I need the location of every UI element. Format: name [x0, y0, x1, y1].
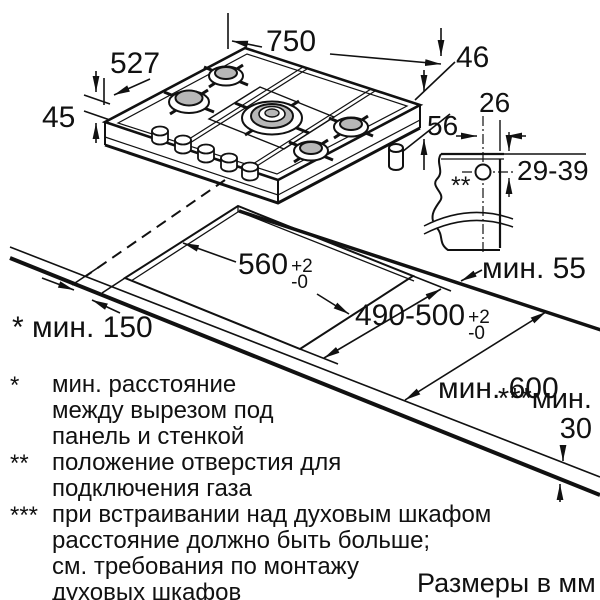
gas-connection-detail	[423, 116, 586, 252]
min150-tick-1	[71, 266, 100, 286]
dim-cutout-depth-label: 490-500+2-0	[355, 299, 490, 344]
control-knobs	[151, 125, 259, 182]
min55-leader	[460, 269, 483, 282]
dim-cutout-width-label: 560+2-0	[238, 248, 313, 293]
min150-arrow-right	[91, 299, 121, 314]
footnote-1: * мин. расстояние между вырезом под пане…	[10, 371, 274, 450]
worktop-front-top-line	[9, 246, 600, 478]
dim-gas-hole-offset-label: 26	[479, 87, 511, 118]
worktop-dimension-lines	[41, 242, 567, 502]
min-below-clearance-label: ***мин. 30	[497, 383, 592, 445]
burner-wok-center	[241, 100, 303, 136]
min-back-clearance-label: мин. 55	[482, 252, 586, 285]
dim-hob-width-label: 750	[266, 25, 317, 58]
footnote-2: ** положение отверстия для подключения г…	[10, 449, 342, 502]
burner-front-right	[293, 140, 329, 162]
detail-broken-left-edge	[431, 153, 443, 222]
detail-break-arc-1	[423, 211, 514, 227]
min150-arrow-left	[41, 277, 75, 291]
dim-56-extension-line	[401, 113, 451, 153]
knob	[174, 134, 192, 155]
detail-dimension-lines	[456, 120, 586, 197]
hob-dimension-lines	[83, 13, 456, 170]
dim-gas-hole-depth-label: 29-39	[517, 155, 589, 186]
dim-hob-height-label: 45	[42, 101, 76, 134]
gas-inlet-pipe	[388, 143, 404, 171]
dim-750-line-right	[329, 53, 442, 66]
hob-bottom-edge	[104, 126, 421, 205]
dim-560-line-right	[316, 293, 350, 315]
dim-490-extension-2	[299, 348, 339, 365]
oven-top-line	[9, 256, 600, 497]
dim-gas-drop-label: 56	[427, 110, 459, 141]
knob	[197, 143, 215, 164]
min600-line	[404, 311, 547, 401]
knob	[241, 161, 259, 182]
wok-grate-frame	[207, 86, 336, 150]
dim-46-extension-line	[414, 61, 456, 101]
wall-dashed-line	[85, 179, 226, 277]
burner-mid-left	[168, 89, 210, 114]
dim-490-line	[323, 288, 442, 359]
dim-527-leader	[113, 78, 151, 96]
footnote-1-marker: *	[10, 372, 20, 399]
footnote-3-marker: ***	[10, 502, 39, 529]
hob-isometric-drawing	[101, 46, 424, 205]
min-side-clearance-label: * мин. 150	[12, 311, 153, 344]
units-note: Размеры в мм	[417, 568, 596, 598]
dim-560-line-left	[182, 242, 237, 263]
burner-back-left	[208, 65, 244, 87]
gas-hole	[474, 163, 492, 181]
footnote-2-marker: **	[10, 450, 29, 477]
burner-back-right	[333, 116, 369, 138]
detail-break-arc-2	[423, 219, 514, 235]
dim-hob-depth-label: 527	[110, 47, 161, 80]
dim-gas-offset-label: 46	[456, 41, 490, 74]
dim-750-line-left	[231, 40, 263, 48]
detail-bottom-edge	[436, 227, 500, 251]
knob	[220, 152, 238, 173]
min150-tick-2	[101, 277, 126, 294]
min-worktop-depth-label: мин. 600	[438, 372, 559, 405]
knob	[151, 125, 169, 146]
dim-490-extension-1	[412, 275, 452, 292]
detail-marker-label: **	[451, 172, 471, 200]
dim-45-ticks	[83, 94, 111, 121]
worktop-drawing	[9, 179, 600, 497]
footnote-3: *** при встраивании над духовым шкафом р…	[10, 501, 492, 600]
